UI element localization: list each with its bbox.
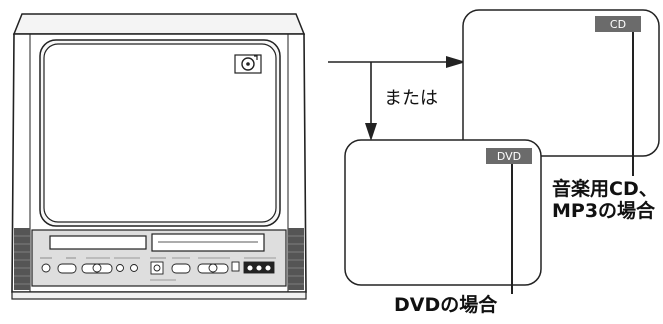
cd-screen-panel: CD	[462, 9, 660, 176]
or-label: または	[384, 88, 438, 109]
tv-base	[11, 291, 307, 300]
cd-mp3-caption: 音楽用CD、 MP3の場合	[552, 178, 658, 222]
right-speaker-grille	[288, 228, 304, 290]
cd-mp3-caption-line1: 音楽用CD、	[552, 178, 658, 200]
cd-badge: CD	[610, 18, 626, 31]
vhs-cassette-slot	[151, 233, 265, 252]
dvd-badge-bg	[486, 148, 532, 164]
left-speaker-grille	[14, 228, 30, 290]
arrow-head-right	[446, 56, 466, 68]
cd-badge-bg	[595, 16, 641, 32]
dvd-badge: DVD	[497, 150, 521, 163]
tv-cabinet-top	[12, 13, 306, 35]
tv-screen	[43, 43, 277, 223]
flow-arrows	[328, 56, 466, 141]
disc-icon	[234, 54, 262, 74]
cd-mp3-caption-line2: MP3の場合	[552, 200, 656, 222]
arrow-head-down	[365, 123, 377, 141]
front-controls	[41, 261, 275, 275]
dvd-tray-slot	[49, 235, 147, 250]
tv-set	[11, 13, 307, 300]
dvd-screen-panel: DVD	[344, 139, 542, 294]
dvd-caption: DVDの場合	[394, 294, 498, 316]
